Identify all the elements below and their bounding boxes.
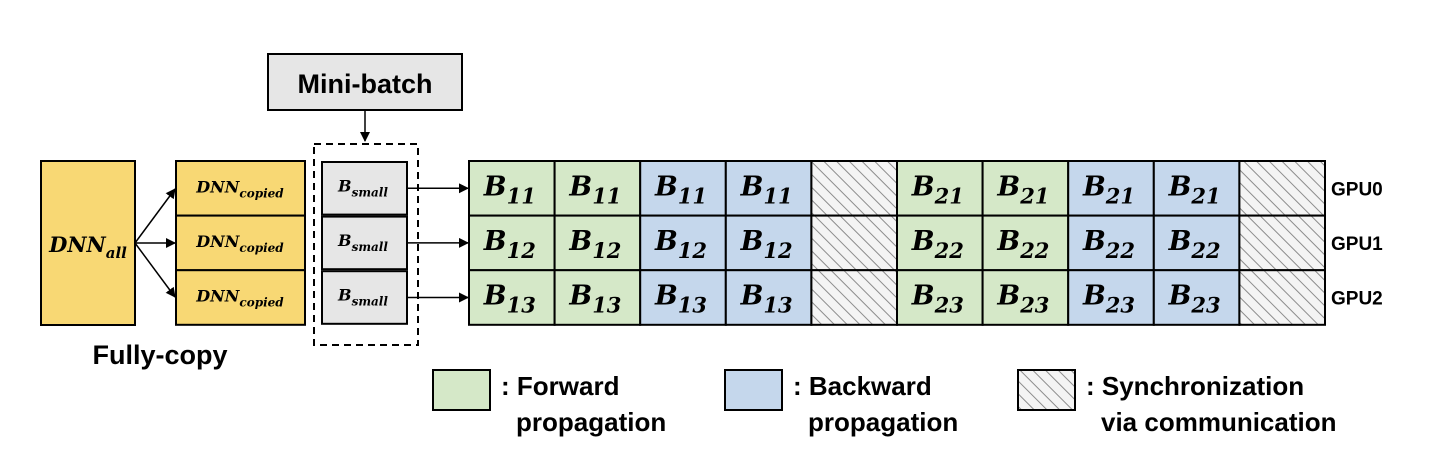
cell-label: B11 [740, 171, 793, 208]
legend-text: propagation [516, 407, 666, 437]
backward-cell [1067, 160, 1155, 217]
legend-text: via communication [1101, 407, 1337, 437]
legend-item-forward: : Forward propagation [432, 369, 666, 437]
dnn-all-box: DNNall [40, 160, 136, 326]
bsmall-box [321, 161, 408, 216]
forward-cell [468, 160, 556, 217]
cell-label: B13 [568, 281, 621, 318]
backward-cell [639, 160, 727, 217]
sync-cell [810, 214, 899, 272]
cell-label: B13 [654, 281, 707, 318]
legend: : Forward propagation : Backward propagatio… [432, 369, 1337, 437]
backward-cell [1067, 214, 1155, 272]
forward-cell [896, 269, 984, 326]
cell-label: B21 [1168, 171, 1221, 208]
legend-item-sync: : Synchronization via communication [1017, 369, 1337, 437]
cell-label: B11 [568, 171, 621, 208]
backward-cell [724, 214, 813, 272]
cell-label: B23 [911, 281, 964, 318]
cell-label: B11 [483, 171, 536, 208]
cell-label: B22 [911, 226, 964, 263]
cell-label: B21 [996, 171, 1049, 208]
cell-label: B22 [1168, 226, 1221, 263]
cell-label: B23 [1168, 281, 1221, 318]
legend-text: propagation [808, 407, 958, 437]
bsmall-box [321, 215, 408, 271]
sync-cell [1238, 214, 1327, 272]
bsmall-label: Bsmall [337, 231, 388, 254]
cell-label: B12 [483, 226, 536, 263]
cell-label: B11 [654, 171, 707, 208]
backward-cell [1067, 269, 1155, 326]
forward-cell [981, 214, 1070, 272]
dnn-copied-label: DNNcopied [195, 232, 284, 255]
fully-copy-label: Fully-copy [92, 340, 227, 370]
sync-cell [810, 269, 899, 326]
sync-cell [1238, 269, 1327, 326]
dnn-copied-label: DNNcopied [195, 177, 284, 200]
backward-cell [1152, 160, 1241, 217]
fanout-arrows [134, 188, 176, 298]
forward-cell [553, 269, 642, 326]
legend-text: : Forward [501, 371, 619, 401]
cell-label: B21 [1082, 171, 1135, 208]
gpu-row-2: DNNcopied Bsmall B13 B13 B13 B13 B23 B23 B23 B23 G… [175, 269, 1383, 326]
cell-label: B13 [740, 281, 793, 318]
legend-text: : Backward [793, 371, 932, 401]
dnn-all-label: DNNall [48, 232, 127, 262]
forward-cell [553, 214, 642, 272]
legend-item-backward: : Backward propagation [724, 369, 958, 437]
cell-label: B12 [654, 226, 707, 263]
gpu-label: GPU0 [1331, 179, 1383, 200]
backward-cell [1152, 269, 1241, 326]
dnn-copied-box [175, 160, 306, 217]
forward-cell [896, 160, 984, 217]
backward-cell [639, 269, 727, 326]
forward-cell [468, 214, 556, 272]
gpu-row-0: DNNcopied Bsmall B11 B11 B11 B11 B21 B21 B21 B21 G… [175, 160, 1383, 217]
gpu-label: GPU1 [1331, 234, 1383, 255]
bsmall-box [321, 270, 408, 325]
minibatch-box: Mini-batch [267, 53, 463, 111]
cell-label: B21 [911, 171, 964, 208]
cell-label: B22 [996, 226, 1049, 263]
legend-text: : Synchronization [1086, 371, 1304, 401]
bsmall-label: Bsmall [337, 286, 388, 309]
minibatch-label: Mini-batch [298, 69, 433, 99]
bsmall-label: Bsmall [337, 176, 388, 199]
legend-swatch [432, 369, 491, 411]
forward-cell [981, 269, 1070, 326]
legend-swatch [1017, 369, 1076, 411]
cell-label: B12 [740, 226, 793, 263]
bsmall-dashed-group [313, 143, 419, 346]
backward-cell [724, 269, 813, 326]
cell-label: B22 [1082, 226, 1135, 263]
gpu-label: GPU2 [1331, 289, 1383, 310]
forward-cell [896, 214, 984, 272]
sync-cell [1238, 160, 1327, 217]
cell-label: B23 [1082, 281, 1135, 318]
cell-label: B23 [996, 281, 1049, 318]
gpu-row-1: DNNcopied Bsmall B12 B12 B12 B12 B22 B22 B22 B22 G… [175, 214, 1383, 272]
cell-label: B12 [568, 226, 621, 263]
legend-swatch [724, 369, 783, 411]
forward-cell [981, 160, 1070, 217]
cell-label: B13 [483, 281, 536, 318]
sync-cell [810, 160, 899, 217]
dnn-copied-box [175, 269, 306, 326]
forward-cell [468, 269, 556, 326]
dnn-copied-label: DNNcopied [195, 287, 284, 310]
